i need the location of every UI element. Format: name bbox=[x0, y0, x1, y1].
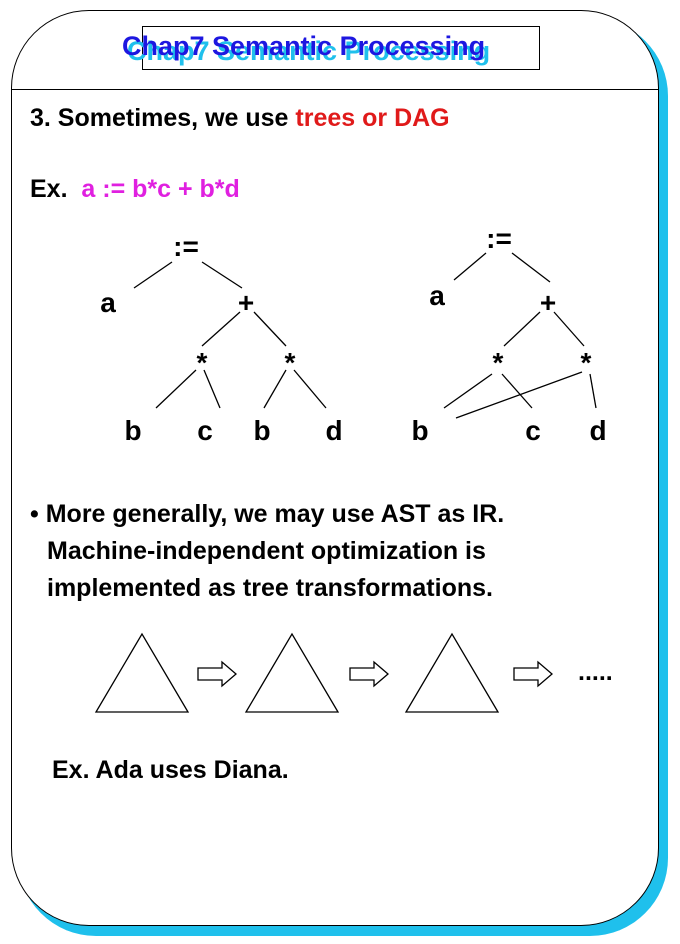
dag-leaf-b: b bbox=[411, 415, 428, 446]
tree-edges bbox=[133, 261, 327, 409]
title-divider bbox=[11, 89, 659, 90]
tree-leaf-d: d bbox=[325, 415, 342, 446]
example-prefix: Ex. bbox=[30, 175, 82, 203]
bullet-line-3: implemented as tree transformations. bbox=[47, 574, 493, 602]
bullet-line-2: Machine-independent optimization is bbox=[47, 537, 486, 565]
tree-leaf-b2: b bbox=[253, 415, 270, 446]
tree-leaf-b1: b bbox=[124, 415, 141, 446]
arrow-right-icon bbox=[513, 660, 553, 688]
point-3: 3. Sometimes, we use trees or DAG bbox=[30, 104, 450, 133]
dag-leaf-c: c bbox=[525, 415, 541, 446]
arrow-right-icon bbox=[349, 660, 389, 688]
bullet-line-1: • More generally, we may use AST as IR. bbox=[30, 500, 504, 529]
tree-node-a: a bbox=[100, 287, 116, 318]
bullet-text-1: More generally, we may use AST as IR. bbox=[45, 500, 505, 528]
dag-node-mul-right: * bbox=[581, 347, 592, 378]
dag-edges bbox=[443, 252, 597, 419]
arrow-right-icon bbox=[197, 660, 237, 688]
dag-graph: := a + * * b c d bbox=[411, 223, 606, 446]
slide-frame bbox=[11, 10, 659, 926]
dag-node-a: a bbox=[429, 280, 445, 311]
bullet-icon: • bbox=[30, 500, 39, 528]
tree-triangle-3 bbox=[404, 632, 500, 713]
tree-node-plus: + bbox=[238, 287, 254, 318]
example-expression: a := b*c + b*d bbox=[81, 175, 240, 203]
slide-title-shadow: Chap7 Semantic Processing bbox=[127, 36, 491, 66]
slide-title: Chap7 Semantic Processing bbox=[122, 31, 486, 61]
dag-root-assign: := bbox=[486, 223, 512, 254]
point-3-highlight: trees or DAG bbox=[295, 104, 450, 132]
tree-triangle-2 bbox=[244, 632, 340, 713]
dag-node-plus: + bbox=[540, 287, 556, 318]
example-ada: Ex. Ada uses Diana. bbox=[52, 756, 289, 784]
tree-node-mul-right: * bbox=[285, 347, 296, 378]
point-3-prefix: 3. Sometimes, we use bbox=[30, 104, 296, 132]
example-line: Ex. a := b*c + b*d bbox=[30, 175, 240, 204]
title-box bbox=[142, 26, 540, 70]
tree-triangle-1 bbox=[94, 632, 190, 713]
dag-leaf-d: d bbox=[589, 415, 606, 446]
ellipsis: ..... bbox=[578, 658, 613, 686]
tree-root-assign: := bbox=[173, 231, 199, 262]
tree-leaf-c: c bbox=[197, 415, 213, 446]
transformation-sequence bbox=[94, 632, 553, 713]
dag-node-mul-left: * bbox=[493, 347, 504, 378]
tree-node-mul-left: * bbox=[197, 347, 208, 378]
ast-tree: := a + * * b c b d bbox=[100, 231, 342, 446]
